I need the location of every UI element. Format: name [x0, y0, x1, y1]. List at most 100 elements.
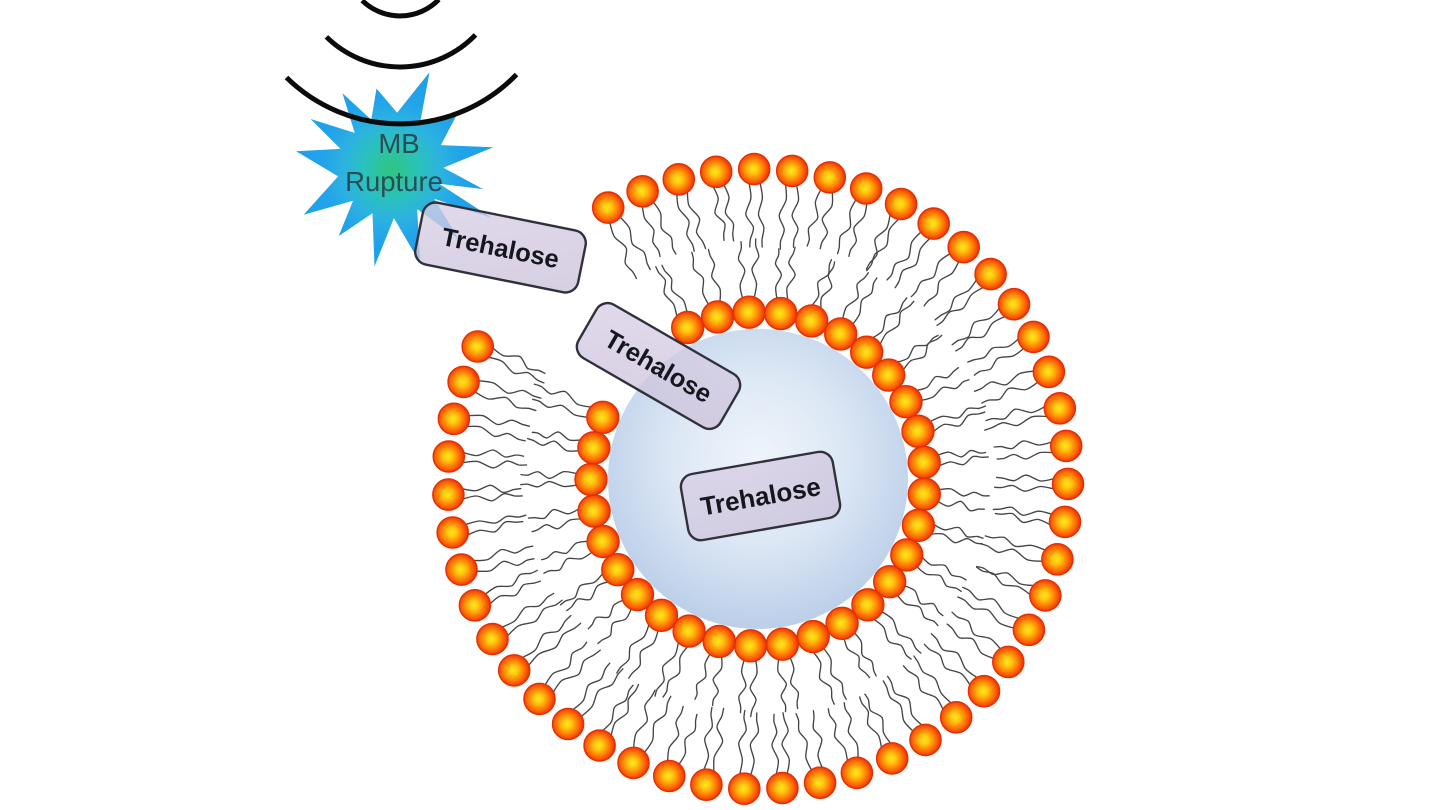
- lipid-head: [1041, 543, 1074, 576]
- lipid-tail: [777, 657, 788, 713]
- lipid-tail: [566, 580, 611, 612]
- outer-leaflet-tails: [460, 180, 1057, 778]
- lipid-tail: [526, 622, 582, 668]
- lipid-tail: [827, 708, 849, 764]
- lipid-head: [1043, 391, 1077, 425]
- lipid-tail: [923, 643, 972, 688]
- lipid-head: [947, 230, 981, 264]
- lipid-tail: [973, 346, 1026, 376]
- lipid-tail: [920, 555, 967, 581]
- lipid-head: [620, 577, 655, 612]
- lipid-tail: [981, 380, 1040, 404]
- lipid-tail: [789, 655, 800, 710]
- lipid-head: [437, 402, 471, 436]
- lipid-tail: [936, 500, 985, 512]
- lipid-tail: [587, 598, 625, 630]
- lipid-head: [875, 742, 909, 775]
- lipid-head: [1032, 355, 1066, 389]
- lipid-head: [849, 172, 883, 205]
- lipid-tail: [901, 334, 943, 372]
- lipid-tail: [859, 696, 883, 751]
- lipid-tail: [919, 379, 970, 402]
- lipid-tail: [751, 238, 760, 300]
- lipid-tail: [913, 655, 954, 705]
- lipid-head: [1012, 613, 1046, 647]
- lipid-head: [690, 768, 723, 802]
- lipid-tail: [520, 480, 579, 488]
- burst-label-line1: MB: [378, 128, 419, 159]
- lipid-head: [795, 304, 829, 338]
- lipid-tail: [851, 277, 878, 326]
- lipid-tail: [608, 220, 638, 280]
- lipid-tail: [894, 236, 932, 289]
- lipid-tail: [666, 705, 684, 764]
- lipid-head: [577, 494, 611, 528]
- lipid-tail: [914, 367, 960, 392]
- lipid-tail: [976, 566, 1033, 597]
- lipid-tail: [694, 652, 712, 700]
- lipid-tail: [543, 641, 588, 687]
- inner-leaflet-tails: [520, 238, 990, 718]
- lipid-tail: [843, 636, 871, 679]
- lipid-tail: [487, 580, 542, 606]
- lipid-tail: [713, 707, 725, 774]
- lipid-head: [672, 614, 706, 648]
- outer-leaflet-heads: [432, 152, 1085, 806]
- lipid-tail: [466, 414, 531, 427]
- lipid-tail: [676, 192, 695, 252]
- lipid-tail: [465, 520, 524, 537]
- lipid-tail: [526, 437, 581, 452]
- lipid-tail: [461, 449, 525, 458]
- lipid-head: [447, 365, 480, 399]
- lipid-tail: [928, 405, 987, 423]
- lipid-tail: [957, 596, 1016, 630]
- lipid-head: [850, 335, 884, 369]
- lipid-tail: [870, 297, 908, 340]
- lipid-head: [851, 588, 885, 622]
- lipid-head: [997, 287, 1031, 321]
- lipid-tail: [473, 390, 537, 412]
- lipid-tail: [579, 668, 624, 719]
- trehalose-box-3: Trehalose: [679, 450, 842, 542]
- lipid-tail: [711, 654, 723, 707]
- lipid-tail: [820, 261, 836, 311]
- lipid-head: [671, 310, 705, 345]
- lipid-head: [1048, 505, 1082, 539]
- lipid-tail: [937, 455, 990, 468]
- lipid-head: [458, 589, 492, 622]
- lipid-tail: [559, 571, 605, 606]
- lipid-head: [577, 431, 611, 465]
- lipid-tail: [781, 712, 790, 776]
- lipid-head: [884, 187, 918, 221]
- lipid-tail: [597, 606, 633, 645]
- burst-label-line2: Rupture: [345, 166, 443, 197]
- lipid-head: [992, 645, 1025, 679]
- lipid-head: [907, 477, 941, 511]
- ultrasound-wave-arc-2: [324, 33, 478, 70]
- lipid-tail: [686, 189, 707, 250]
- lipid-head: [653, 759, 686, 793]
- lipid-tail: [662, 644, 690, 698]
- lipid-head: [476, 622, 509, 656]
- lipid-tail: [951, 611, 1003, 651]
- lipid-tail: [951, 306, 1002, 346]
- lipid-tail: [937, 487, 990, 497]
- lipid-tail: [879, 610, 922, 654]
- lipid-tail: [819, 190, 834, 250]
- lipid-head: [728, 772, 761, 806]
- lipid-tail: [520, 470, 579, 480]
- lipid-tail: [895, 593, 939, 627]
- lipid-tail: [655, 266, 678, 319]
- lipid-head: [824, 317, 858, 351]
- lipid-head: [765, 627, 800, 661]
- lipid-head: [803, 766, 837, 800]
- lipid-tail: [737, 241, 746, 301]
- lipid-tail: [962, 586, 1022, 620]
- lipid-tail: [994, 512, 1053, 527]
- lipid-tail: [923, 259, 961, 307]
- lipid-tail: [811, 650, 835, 705]
- lipid-head: [644, 598, 679, 632]
- lipid-tail: [464, 425, 526, 442]
- lipid-tail: [520, 614, 572, 659]
- lipid-tail: [707, 248, 722, 304]
